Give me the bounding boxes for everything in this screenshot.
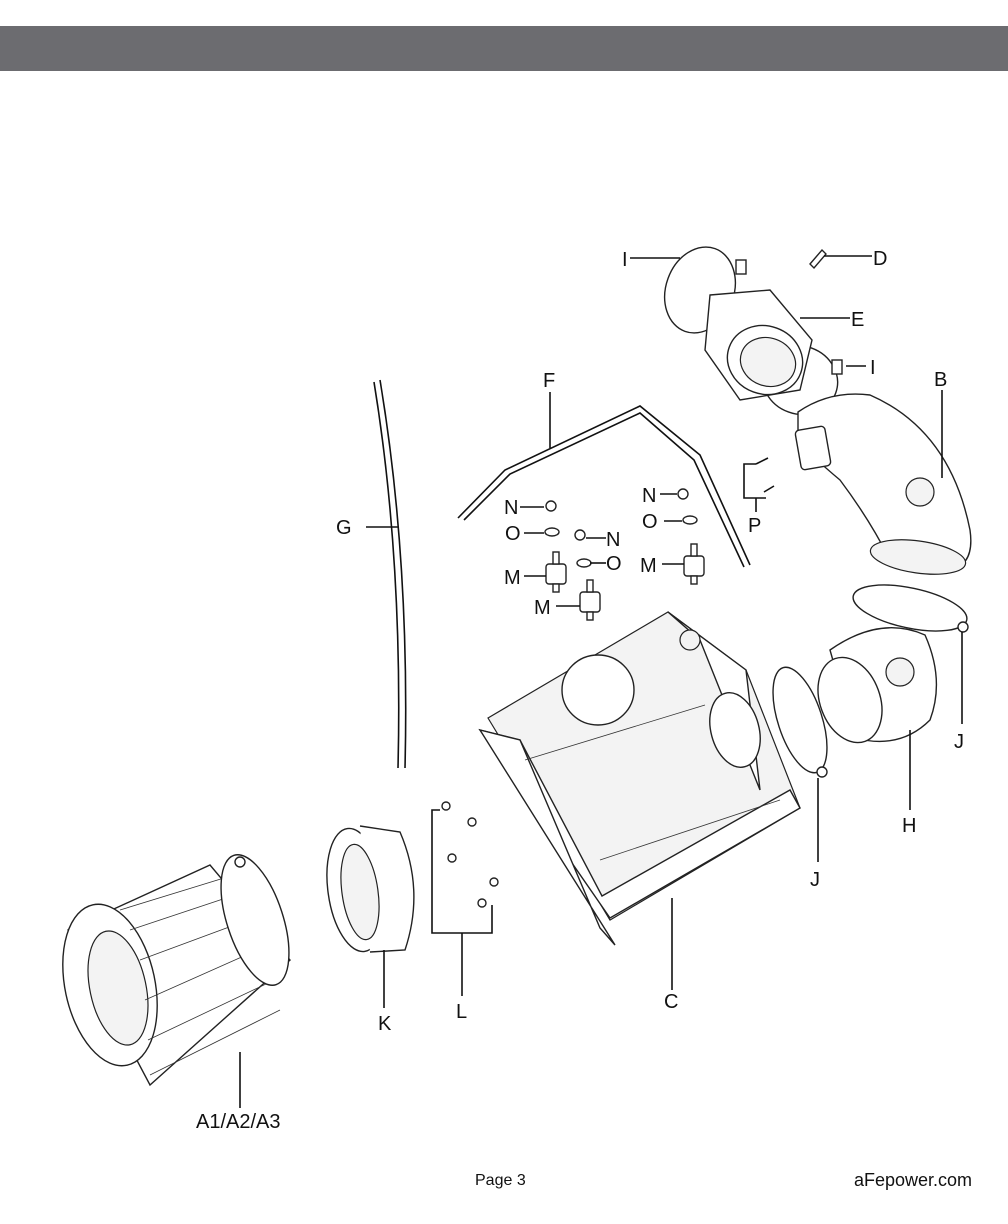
label-n-3: N: [642, 485, 656, 507]
part-n-nuts: [545, 488, 689, 541]
part-d-pin: [809, 248, 827, 270]
part-b-intake-tube: [794, 393, 972, 575]
page-number: Page 3: [475, 1172, 526, 1189]
part-c-heat-shield: [478, 611, 801, 946]
label-i-top: I: [622, 249, 628, 271]
part-o-washers: [544, 515, 698, 568]
part-f-seal-strip: [457, 405, 751, 566]
label-k: K: [378, 1013, 392, 1035]
header-bar: [0, 26, 1008, 71]
label-g: G: [336, 517, 352, 539]
label-o-2: O: [606, 553, 622, 575]
part-l-screws: [431, 801, 499, 996]
label-o-3: O: [642, 511, 658, 533]
part-h-elbow: [817, 627, 938, 744]
part-k-coupler: [326, 825, 415, 953]
label-n-2: N: [606, 529, 620, 551]
label-c: C: [664, 991, 678, 1013]
label-o-1: O: [505, 523, 521, 545]
part-j-clamps: [772, 584, 969, 778]
part-e-sensor-housing: [704, 289, 813, 401]
website-url: aFepower.com: [853, 1170, 972, 1190]
label-a: A1/A2/A3: [196, 1111, 281, 1133]
label-m-1: M: [504, 567, 521, 589]
label-h: H: [902, 815, 916, 837]
label-f: F: [543, 370, 555, 392]
label-m-2: M: [534, 597, 551, 619]
label-n-1: N: [504, 497, 518, 519]
part-g-seal-strip: [379, 379, 407, 769]
part-a-air-filter: [62, 854, 291, 1087]
label-i-middle: I: [870, 357, 876, 379]
part-p-bolts: [743, 457, 775, 512]
label-l: L: [456, 1001, 467, 1023]
label-j-right: J: [954, 731, 964, 753]
label-j-lower: J: [810, 869, 820, 891]
label-b: B: [934, 369, 947, 391]
label-m-3: M: [640, 555, 657, 577]
part-m-mounts: [545, 543, 705, 621]
label-e: E: [851, 309, 864, 331]
label-d: D: [873, 248, 887, 270]
label-p: P: [748, 515, 761, 537]
